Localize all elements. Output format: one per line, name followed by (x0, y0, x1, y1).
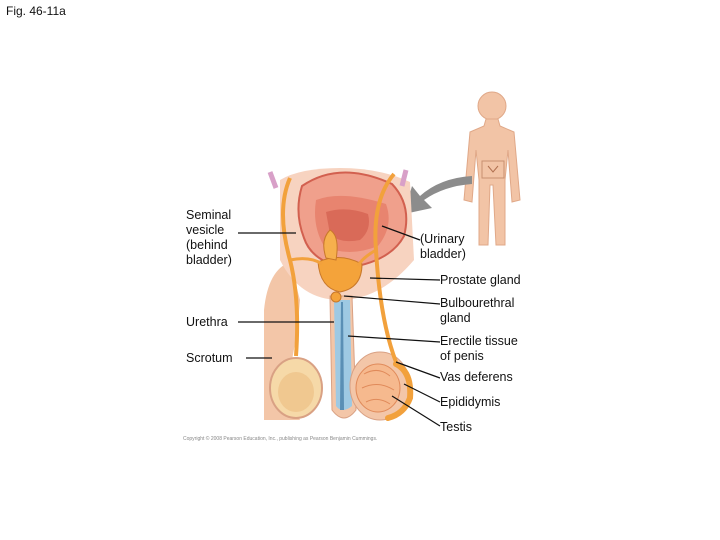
label-vas-deferens: Vas deferens (440, 370, 513, 385)
body-silhouette (464, 92, 520, 245)
label-prostate-gland: Prostate gland (440, 273, 521, 288)
label-urethra: Urethra (186, 315, 228, 330)
label-urinary-bladder: (Urinary bladder) (420, 232, 466, 262)
anatomy-cross-section (264, 168, 414, 420)
label-erectile-tissue: Erectile tissue of penis (440, 334, 518, 364)
zoom-arrow (404, 176, 472, 214)
label-bulbourethral-gland: Bulbourethral gland (440, 296, 514, 326)
label-seminal-vesicle: Seminal vesicle (behind bladder) (186, 208, 232, 268)
bulbourethral-gland (331, 292, 341, 302)
copyright-notice: Copyright © 2008 Pearson Education, Inc.… (183, 436, 377, 442)
label-epididymis: Epididymis (440, 395, 500, 410)
label-testis: Testis (440, 420, 472, 435)
label-scrotum: Scrotum (186, 351, 233, 366)
